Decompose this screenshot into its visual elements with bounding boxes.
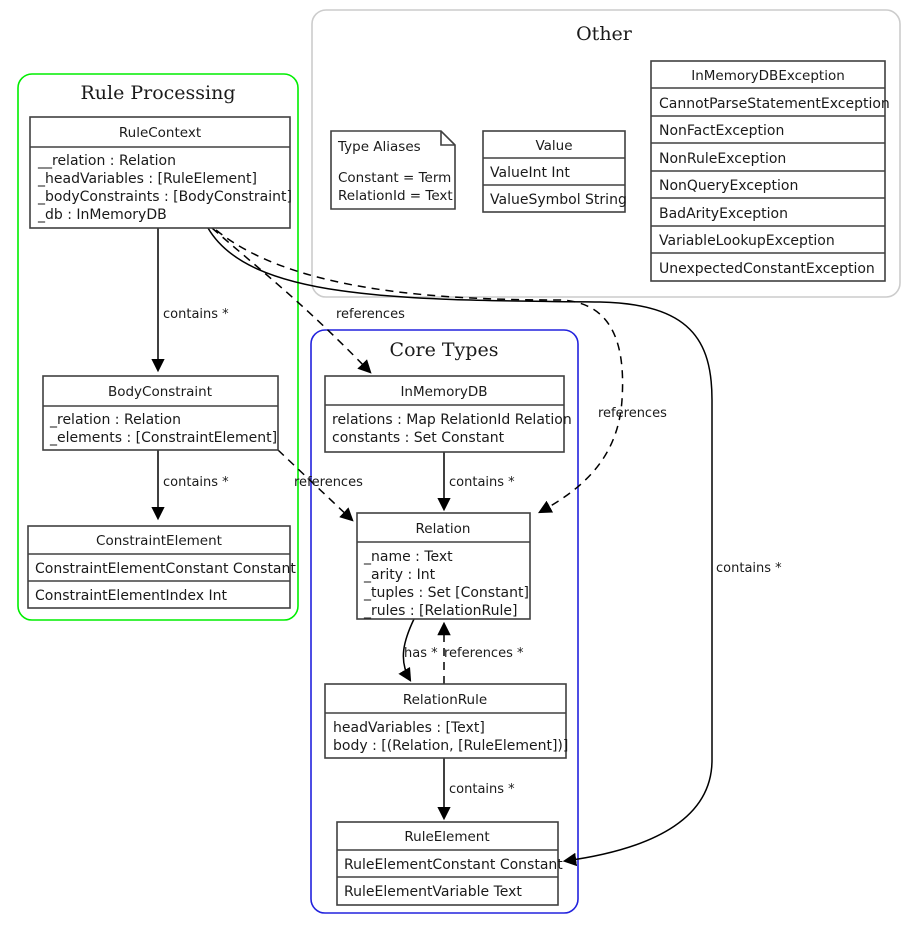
package-other-title: Other (576, 23, 633, 45)
edge-rulecontext-ruleelement: contains * (207, 227, 782, 867)
note-type-aliases: Type Aliases Constant = Term RelationId … (330, 130, 456, 210)
class-constraint-element-row-0: ConstraintElementConstant Constant (35, 561, 296, 577)
class-relation-rule-attr-1: body : [(Relation, [RuleElement])] (333, 738, 568, 754)
class-rule-context-attr-2: _bodyConstraints : [BodyConstraint] (37, 189, 292, 205)
class-exception-row-1: NonFactException (659, 123, 784, 139)
class-relation-rule-name: RelationRule (403, 692, 487, 708)
class-rule-element-row-0: RuleElementConstant Constant (344, 857, 563, 873)
class-exception-row-0: CannotParseStatementException (659, 96, 890, 112)
package-core-types-title: Core Types (390, 339, 499, 361)
edge-label-contains-2: contains * (163, 475, 229, 490)
class-body-constraint-attr-0: _relation : Relation (49, 412, 181, 428)
class-exception-row-3: NonQueryException (659, 178, 798, 194)
note-line-0: Constant = Term (338, 170, 451, 186)
class-exception-row-4: BadArityException (659, 206, 788, 222)
class-in-memory-db-exception[interactable]: InMemoryDBException CannotParseStatement… (650, 60, 890, 282)
edge-label-references-2: references (598, 406, 667, 421)
note-line-1: RelationId = Text (338, 188, 453, 204)
class-body-constraint[interactable]: BodyConstraint _relation : Relation _ele… (42, 375, 279, 451)
class-in-memory-db-name: InMemoryDB (400, 384, 487, 400)
edge-label-contains-4: contains * (449, 475, 515, 490)
class-value-row-0: ValueInt Int (490, 165, 570, 181)
edge-label-contains-5: contains * (449, 782, 515, 797)
class-rule-context[interactable]: RuleContext __relation : Relation _headV… (29, 116, 292, 229)
class-rule-element-name: RuleElement (404, 829, 489, 845)
class-body-constraint-attr-1: _elements : [ConstraintElement] (49, 430, 277, 446)
edge-label-contains-1: contains * (163, 307, 229, 322)
class-value[interactable]: Value ValueInt Int ValueSymbol String (482, 130, 627, 213)
class-in-memory-db-attr-1: constants : Set Constant (332, 430, 505, 446)
class-rule-context-attr-0: __relation : Relation (37, 153, 176, 169)
class-relation-attr-1: _arity : Int (363, 567, 436, 583)
class-relation[interactable]: Relation _name : Text _arity : Int _tupl… (356, 512, 531, 620)
package-rule-processing-title: Rule Processing (80, 82, 235, 104)
edge-label-references-1: references (336, 307, 405, 322)
class-relation-rule-attr-0: headVariables : [Text] (333, 720, 485, 736)
edge-label-has: has * (404, 646, 438, 661)
class-constraint-element[interactable]: ConstraintElement ConstraintElementConst… (27, 525, 296, 609)
class-rule-context-attr-1: _headVariables : [RuleElement] (37, 171, 257, 187)
class-value-name: Value (535, 138, 572, 154)
edge-label-contains-3: contains * (716, 561, 782, 576)
edge-relation-relationrule: has * (398, 618, 438, 682)
class-exception-row-2: NonRuleException (659, 151, 786, 167)
edge-rulecontext-relation: references (215, 229, 667, 514)
class-rule-element-row-1: RuleElementVariable Text (344, 884, 522, 900)
class-relation-attr-3: _rules : [RelationRule] (363, 603, 517, 619)
class-rule-context-attr-3: _db : InMemoryDB (37, 207, 167, 223)
edge-rulecontext-inmemorydb: references (211, 227, 405, 374)
class-exception-row-6: UnexpectedConstantException (659, 261, 875, 277)
edge-relationrule-ruleelement: contains * (437, 758, 515, 821)
class-exception-name: InMemoryDBException (691, 68, 845, 84)
class-constraint-element-row-1: ConstraintElementIndex Int (35, 588, 228, 604)
class-exception-row-5: VariableLookupException (659, 233, 835, 249)
edge-inmemorydb-relation: contains * (437, 452, 515, 512)
class-constraint-element-name: ConstraintElement (96, 533, 222, 549)
package-other: Other (311, 9, 901, 298)
edge-bodyconstraint-constraintelement: contains * (151, 450, 229, 521)
edge-label-references-3: references (294, 475, 363, 490)
package-rule-processing: Rule Processing (17, 73, 299, 621)
class-in-memory-db[interactable]: InMemoryDB relations : Map RelationId Re… (324, 375, 572, 453)
package-core-types: Core Types (310, 329, 579, 914)
class-relation-name: Relation (416, 521, 471, 537)
class-in-memory-db-attr-0: relations : Map RelationId Relation (332, 412, 572, 428)
class-relation-attr-0: _name : Text (363, 549, 453, 565)
edge-bodyconstraint-relation: references (277, 449, 363, 522)
edge-rulecontext-bodyconstraint: contains * (151, 228, 229, 373)
class-body-constraint-name: BodyConstraint (108, 384, 212, 400)
class-relation-rule[interactable]: RelationRule headVariables : [Text] body… (324, 683, 568, 759)
edge-relationrule-relation: references * (437, 621, 524, 684)
note-title: Type Aliases (337, 139, 421, 155)
class-relation-attr-2: _tuples : Set [Constant] (363, 585, 529, 601)
class-rule-context-name: RuleContext (119, 125, 201, 141)
edge-label-references-4: references * (444, 646, 524, 661)
class-rule-element[interactable]: RuleElement RuleElementConstant Constant… (336, 821, 563, 906)
class-value-row-1: ValueSymbol String (490, 192, 627, 208)
